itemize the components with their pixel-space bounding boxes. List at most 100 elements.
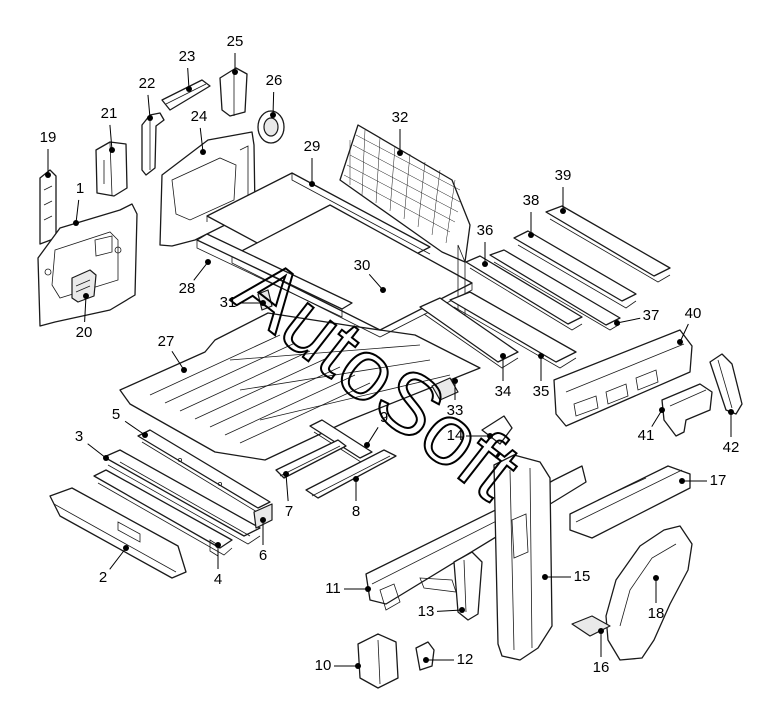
callout-20: 20 [76,293,92,341]
callout-number: 7 [285,503,293,520]
callout-leader [272,91,275,116]
part-13 [453,551,483,621]
callout-anchor-dot [459,607,465,613]
callout-28: 28 [179,259,211,297]
part-1 [37,203,138,327]
part-36 [465,255,583,331]
part-4 [93,469,233,557]
callout-number: 14 [447,427,464,444]
callout-leader [199,127,204,153]
callout-37: 37 [614,307,659,326]
callout-11: 11 [325,580,371,597]
callout-19: 19 [40,129,57,178]
callout-number: 27 [158,333,175,350]
callout-anchor-dot [560,208,566,214]
callout-36: 36 [477,222,493,267]
callout-number: 24 [191,108,208,125]
callout-number: 1 [76,180,84,197]
callout-39: 39 [555,167,572,214]
callout-number: 4 [214,571,222,588]
callout-8: 8 [352,476,360,520]
part-25 [219,67,248,117]
callout-number: 38 [523,192,540,209]
callout-number: 28 [179,280,196,297]
callout-leader [187,67,190,90]
part-20 [71,269,97,303]
callout-27: 27 [158,333,187,373]
part-17 [569,465,691,539]
callout-number: 3 [75,428,83,445]
part-34 [419,297,519,369]
callout-6: 6 [259,517,267,564]
callout-number: 32 [392,109,409,126]
callout-leader [651,409,663,427]
callout-anchor-dot [142,432,148,438]
callout-leader [171,350,185,371]
part-26 [257,110,285,144]
part-27 [119,312,481,461]
callout-23: 23 [179,48,195,92]
part-14 [481,415,513,445]
callout-number: 30 [354,257,371,274]
callout-anchor-dot [365,586,371,592]
callout-number: 41 [638,427,655,444]
callout-29: 29 [304,138,321,187]
callout-number: 13 [418,603,435,620]
callout-anchor-dot [452,378,458,384]
callout-number: 2 [99,569,107,586]
callout-3: 3 [75,428,109,461]
callout-7: 7 [283,471,293,520]
callout-30: 30 [354,257,386,293]
callout-40: 40 [677,305,701,345]
callout-leader [109,124,113,151]
callout-anchor-dot [482,261,488,267]
callout-anchor-dot [73,220,79,226]
callout-10: 10 [315,657,361,674]
callout-number: 29 [304,138,321,155]
callout-14: 14 [447,427,493,444]
callout-number: 35 [533,383,550,400]
callout-leader [147,94,151,119]
callout-leader [366,427,379,446]
callout-anchor-dot [538,353,544,359]
callout-number: 5 [112,406,120,423]
callout-42: 42 [723,409,739,456]
callout-number: 19 [40,129,57,146]
callout-41: 41 [638,407,665,444]
callout-number: 25 [227,33,244,50]
part-19 [39,169,57,245]
callout-31: 31 [220,294,266,311]
callout-anchor-dot [309,181,315,187]
callout-anchor-dot [205,259,211,265]
callout-anchor-dot [103,455,109,461]
callout-leader [124,420,146,436]
callout-anchor-dot [215,542,221,548]
callout-32: 32 [392,109,409,156]
callout-13: 13 [418,603,465,620]
callout-anchor-dot [500,353,506,359]
callout-anchor-dot [186,86,192,92]
callout-number: 17 [710,472,727,489]
callout-number: 39 [555,167,572,184]
callout-leader [193,261,209,281]
callout-1: 1 [73,180,84,226]
callout-anchor-dot [260,300,266,306]
callout-anchor-dot [728,409,734,415]
part-15 [493,454,553,661]
part-30 [231,204,473,338]
callout-number: 34 [495,383,512,400]
callout-number: 18 [648,605,665,622]
callout-15: 15 [542,568,590,585]
part-10 [357,633,399,689]
callout-number: 9 [380,409,388,426]
callout-anchor-dot [147,115,153,121]
callout-35: 35 [533,353,550,400]
callout-leader [616,317,641,324]
callout-38: 38 [523,192,540,238]
callout-12: 12 [423,651,473,668]
callout-anchor-dot [598,628,604,634]
callout-anchor-dot [260,517,266,523]
callout-anchor-dot [355,663,361,669]
